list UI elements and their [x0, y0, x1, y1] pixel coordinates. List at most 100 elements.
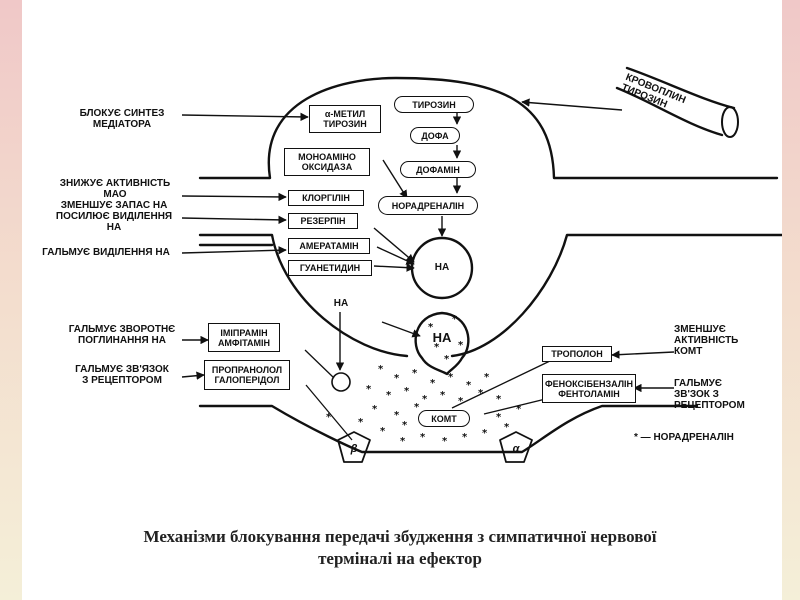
svg-text:*: * — [466, 380, 472, 391]
label-inhibits-release: ГАЛЬМУЄ ВИДІЛЕННЯ НА — [30, 247, 182, 258]
legend-noradrenaline: * — НОРАДРЕНАЛІН — [634, 432, 734, 443]
box-line: ГАЛОПЕРІДОЛ — [214, 375, 280, 385]
label-line: НА — [106, 222, 122, 233]
svg-text:*: * — [420, 432, 426, 443]
fusing-vesicle — [414, 311, 470, 376]
svg-text:*: * — [478, 388, 484, 399]
label-na-reuptake: НА — [333, 298, 349, 309]
svg-text:*: * — [482, 428, 488, 439]
box-line: ІМІПРАМІН — [220, 327, 268, 338]
svg-text:*: * — [504, 422, 510, 433]
box-line: ТИРОЗИН — [323, 119, 367, 129]
slide: *** *** *** *** *** *** *** *** *** *** … — [22, 0, 782, 600]
box-reserpine: РЕЗЕРПІН — [288, 213, 358, 229]
svg-text:*: * — [326, 412, 332, 423]
label-line: МАО — [103, 189, 127, 200]
label-line: КОМТ — [674, 346, 703, 357]
label-na-released: НА — [432, 330, 452, 345]
label-line: ЗНИЖУЄ АКТИВНІСТЬ — [59, 178, 171, 189]
label-blocks-synthesis: БЛОКУЄ СИНТЕЗ МЕДІАТОРА — [62, 108, 182, 130]
box-comt: КОМТ — [418, 410, 470, 427]
svg-text:*: * — [458, 340, 464, 351]
svg-text:*: * — [440, 390, 446, 401]
box-ameratamine: АМЕРАТАМІН — [288, 238, 370, 254]
box-dopa: ДОФА — [410, 127, 460, 144]
svg-text:*: * — [404, 386, 410, 397]
box-line: α-МЕТИЛ — [324, 109, 366, 119]
box-line: АМФІТАМІН — [217, 337, 271, 348]
label-lowers-mao: ЗНИЖУЄ АКТИВНІСТЬ МАО — [48, 178, 182, 200]
svg-text:*: * — [516, 404, 522, 415]
terminal-membrane — [198, 76, 779, 180]
svg-text:*: * — [458, 396, 464, 407]
label-line: ЗВ'ЗОК З — [674, 389, 719, 400]
caption-line-1: Механізми блокування передачі збудження … — [143, 527, 657, 546]
label-line: ПОСИЛЮЄ ВИДІЛЕННЯ — [55, 211, 173, 222]
label-inhibits-reuptake: ГАЛЬМУЄ ЗВОРОТНЄ ПОГЛИНАННЯ НА — [62, 324, 182, 346]
label-na-vesicle: НА — [434, 262, 450, 273]
svg-text:*: * — [372, 404, 378, 415]
svg-text:*: * — [452, 314, 458, 325]
box-methyltyrosine: α-МЕТИЛ ТИРОЗИН — [309, 105, 381, 133]
svg-text:*: * — [394, 373, 400, 384]
label-line: ГАЛЬМУЄ ЗВОРОТНЄ — [68, 324, 176, 335]
box-propranolol-haloperidol: ПРОПРАНОЛОЛ ГАЛОПЕРІДОЛ — [204, 360, 290, 390]
noradrenaline-particles: *** *** *** *** *** *** *** *** *** *** … — [326, 314, 522, 447]
box-dopamine: ДОФАМІН — [400, 161, 476, 178]
terminal-membrane-lower-right — [450, 233, 782, 358]
label-beta-receptor: β — [350, 443, 358, 455]
svg-text:*: * — [484, 372, 490, 383]
box-guanethidine: ГУАНЕТИДИН — [288, 260, 372, 276]
reuptake-carrier — [331, 372, 351, 392]
svg-text:*: * — [402, 420, 408, 431]
label-line: РЕЦЕПТОРОМ — [674, 400, 745, 411]
alpha-receptor — [499, 431, 533, 463]
label-reduces-store: ЗМЕНШУЄ ЗАПАС НА ПОСИЛЮЄ ВИДІЛЕННЯ НА — [46, 200, 182, 233]
svg-text:*: * — [386, 390, 392, 401]
box-line: ФЕНОКСІБЕНЗАЛІН — [544, 378, 634, 389]
svg-text:*: * — [366, 384, 372, 395]
box-monoamine-oxidase: МОНОАМІНО ОКСИДАЗА — [284, 148, 370, 176]
box-phenoxybenzamine-phentolamine: ФЕНОКСІБЕНЗАЛІН ФЕНТОЛАМІН — [542, 374, 636, 403]
svg-text:*: * — [434, 342, 440, 353]
box-imipramine-amphetamine: ІМІПРАМІН АМФІТАМІН — [208, 323, 280, 352]
label-line: ЗМЕНШУЄ ЗАПАС НА — [60, 200, 168, 211]
box-noradrenaline: НОРАДРЕНАЛІН — [378, 196, 478, 215]
terminal-membrane-lower — [198, 233, 409, 358]
svg-text:*: * — [496, 412, 502, 423]
svg-text:*: * — [442, 436, 448, 447]
box-line: МОНОАМІНО — [298, 152, 356, 162]
box-tropolone: ТРОПОЛОН — [542, 346, 612, 362]
box-line: ПРОПРАНОЛОЛ — [211, 365, 283, 375]
svg-text:*: * — [358, 417, 364, 428]
svg-text:*: * — [400, 436, 406, 447]
box-line: ФЕНТОЛАМІН — [558, 388, 620, 399]
svg-text:*: * — [378, 364, 384, 375]
caption: Механізми блокування передачі збудження … — [0, 526, 800, 570]
svg-text:*: * — [448, 372, 454, 383]
svg-text:*: * — [414, 402, 420, 413]
label-line: МЕДІАТОРА — [92, 119, 152, 130]
label-line: ГАЛЬМУЄ ВИДІЛЕННЯ НА — [42, 247, 170, 258]
svg-text:*: * — [462, 432, 468, 443]
beta-receptor — [337, 431, 371, 463]
postsynaptic-membrane — [198, 404, 699, 454]
svg-text:*: * — [412, 368, 418, 379]
label-line: АКТИВНІСТЬ — [674, 335, 739, 346]
label-alpha-receptor: α — [512, 443, 520, 455]
svg-text:*: * — [428, 322, 434, 333]
caption-line-2: терміналі на ефектор — [318, 549, 482, 568]
label-line: ЗМЕНШУЄ — [674, 324, 726, 335]
label-reduces-comt: ЗМЕНШУЄ АКТИВНІСТЬ КОМТ — [674, 324, 738, 357]
svg-text:*: * — [444, 354, 450, 365]
svg-text:*: * — [380, 426, 386, 437]
box-clorgyline: КЛОРГІЛІН — [288, 190, 364, 206]
svg-text:*: * — [496, 394, 502, 405]
svg-text:*: * — [394, 410, 400, 421]
box-tyrosine: ТИРОЗИН — [394, 96, 474, 113]
label-line: ГАЛЬМУЄ ЗВ'ЯЗОК — [75, 364, 169, 375]
blood-vessel — [625, 66, 736, 110]
synapse-diagram: *** *** *** *** *** *** *** *** *** *** … — [181, 66, 782, 463]
svg-text:*: * — [430, 378, 436, 389]
svg-text:*: * — [422, 394, 428, 405]
